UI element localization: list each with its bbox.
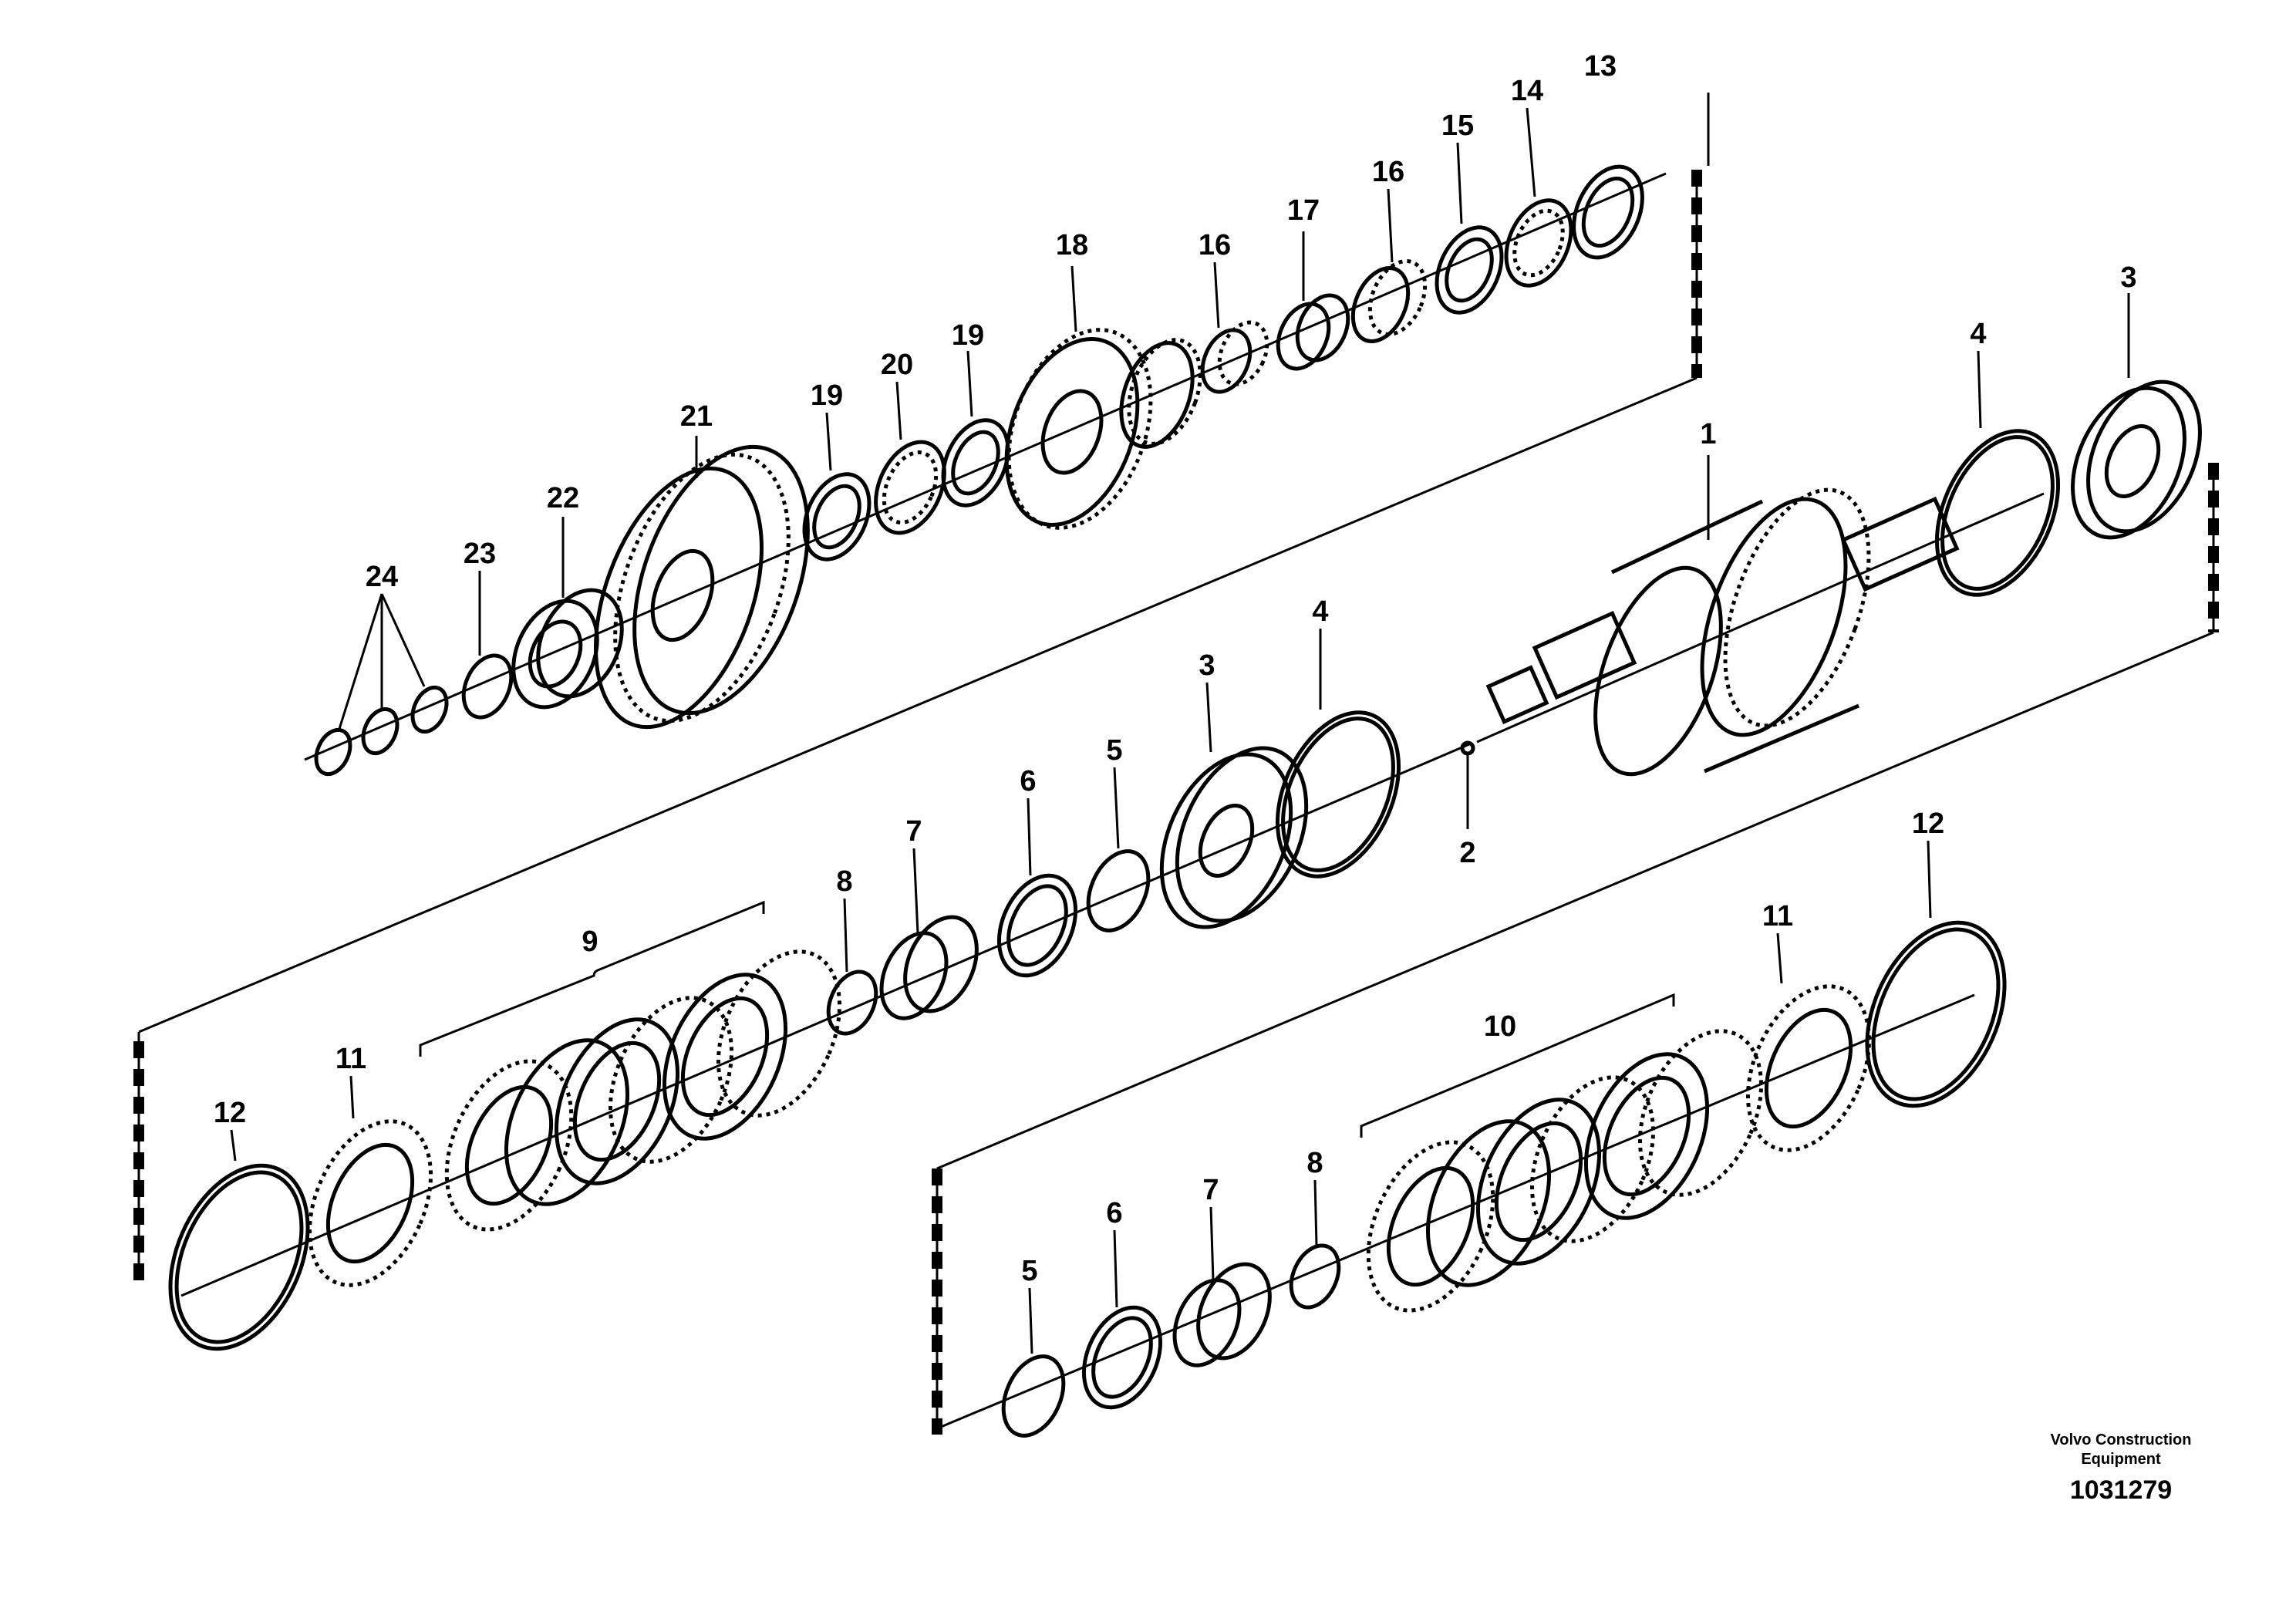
roller-bearing-16a (1200, 328, 1253, 394)
clutch-drum-1 (1485, 487, 1960, 777)
callout-12b: 12 (1912, 808, 1944, 840)
snap-ring-24c (410, 685, 449, 734)
circlip-23 (461, 653, 514, 720)
callout-3b: 3 (2120, 261, 2136, 294)
ring-5b (1001, 1354, 1066, 1438)
callout-8b: 8 (1306, 1147, 1323, 1179)
leader-lines (230, 93, 2130, 1354)
callout-4b: 4 (1970, 318, 1986, 350)
callout-6b: 6 (1106, 1197, 1122, 1229)
circlip-8b (1289, 1243, 1341, 1310)
group-frames (133, 170, 2219, 1435)
washer-19a (802, 472, 872, 561)
bearing-22-inner (528, 619, 583, 689)
lower-row-parts (1001, 920, 2007, 1438)
piston-7a (879, 931, 949, 1020)
callout-12a: 12 (214, 1097, 246, 1129)
bracket-9 (419, 900, 765, 1057)
drawing-footer: Volvo Construction Equipment 1031279 (1998, 1431, 2244, 1506)
gear-21-teeth (613, 452, 791, 723)
callout-6a: 6 (1020, 765, 1036, 798)
callout-21: 21 (680, 400, 713, 433)
maker-line-1: Volvo Construction (2050, 1431, 2192, 1448)
seal-ring-4a (1275, 710, 1401, 878)
callout-14: 14 (1511, 75, 1543, 107)
middle-row-parts (168, 379, 2202, 1351)
gear-21-hub (650, 548, 715, 642)
callout-8a: 8 (836, 865, 852, 898)
needle-bearing-20 (874, 440, 946, 535)
callout-18: 18 (1056, 229, 1088, 261)
bearing-22-outer (511, 599, 599, 710)
callout-13: 13 (1584, 50, 1617, 83)
washer-15 (1435, 225, 1504, 315)
gear-21-face (594, 466, 764, 730)
ring-12b (1865, 920, 2007, 1108)
callout-16b: 16 (1372, 156, 1404, 188)
callout-5a: 5 (1106, 734, 1122, 767)
roller-bearing-16b (1350, 266, 1411, 343)
callout-24: 24 (366, 561, 398, 593)
callout-5b: 5 (1021, 1255, 1037, 1287)
ring-6b (1081, 1305, 1163, 1410)
gear-18-spline (1119, 341, 1195, 449)
assembly-axes (180, 172, 2045, 1428)
washer-19b (941, 418, 1010, 508)
disc-11b (1745, 984, 1872, 1152)
callout-7a: 7 (905, 815, 922, 848)
callout-15: 15 (1441, 110, 1474, 142)
callout-1: 1 (1700, 418, 1716, 450)
callout-10: 10 (1484, 1010, 1516, 1043)
callout-17: 17 (1287, 194, 1320, 227)
snap-ring-24a (314, 727, 352, 777)
ring-5a (1086, 849, 1151, 932)
callout-20: 20 (881, 349, 913, 381)
callout-23: 23 (464, 538, 496, 570)
disc-pack-10 (1366, 1140, 1495, 1313)
callout-16a: 16 (1199, 229, 1231, 261)
seal-ring-4b (1934, 429, 2061, 597)
callout-11a: 11 (335, 1043, 366, 1075)
ring-12a (168, 1163, 310, 1351)
piston-3b (2071, 386, 2186, 540)
callout-22: 22 (547, 482, 579, 514)
needle-bearing-14 (1504, 198, 1573, 288)
callout-7b: 7 (1202, 1174, 1219, 1206)
callout-19b: 19 (952, 319, 984, 352)
callout-19a: 19 (811, 379, 843, 412)
figure-number: 1031279 (2069, 1475, 2173, 1505)
bushing-17 (1276, 302, 1331, 371)
callout-2: 2 (1459, 837, 1475, 869)
disc-11a (307, 1119, 433, 1287)
gear-18-face (1004, 337, 1140, 527)
upper-row-parts (314, 164, 1644, 777)
snap-ring-24b (361, 706, 400, 756)
ring-6a (996, 873, 1078, 978)
piston-3a (1159, 752, 1293, 929)
callout-3a: 3 (1199, 649, 1215, 682)
piston-7b (1172, 1278, 1242, 1367)
maker-line-2: Equipment (2081, 1451, 2161, 1468)
callout-11b: 11 (1762, 900, 1793, 932)
bracket-10 (1360, 993, 1675, 1138)
circlip-8a (826, 969, 878, 1036)
disc-pack-9 (444, 1059, 574, 1232)
thrust-washer-13 (1572, 164, 1644, 260)
callout-4a: 4 (1312, 595, 1328, 628)
plug-2 (1460, 740, 1475, 756)
callout-labels: 1 2 3 3 4 4 5 5 6 6 7 7 8 8 9 10 11 11 1… (214, 50, 2137, 1287)
callout-9: 9 (582, 926, 598, 958)
